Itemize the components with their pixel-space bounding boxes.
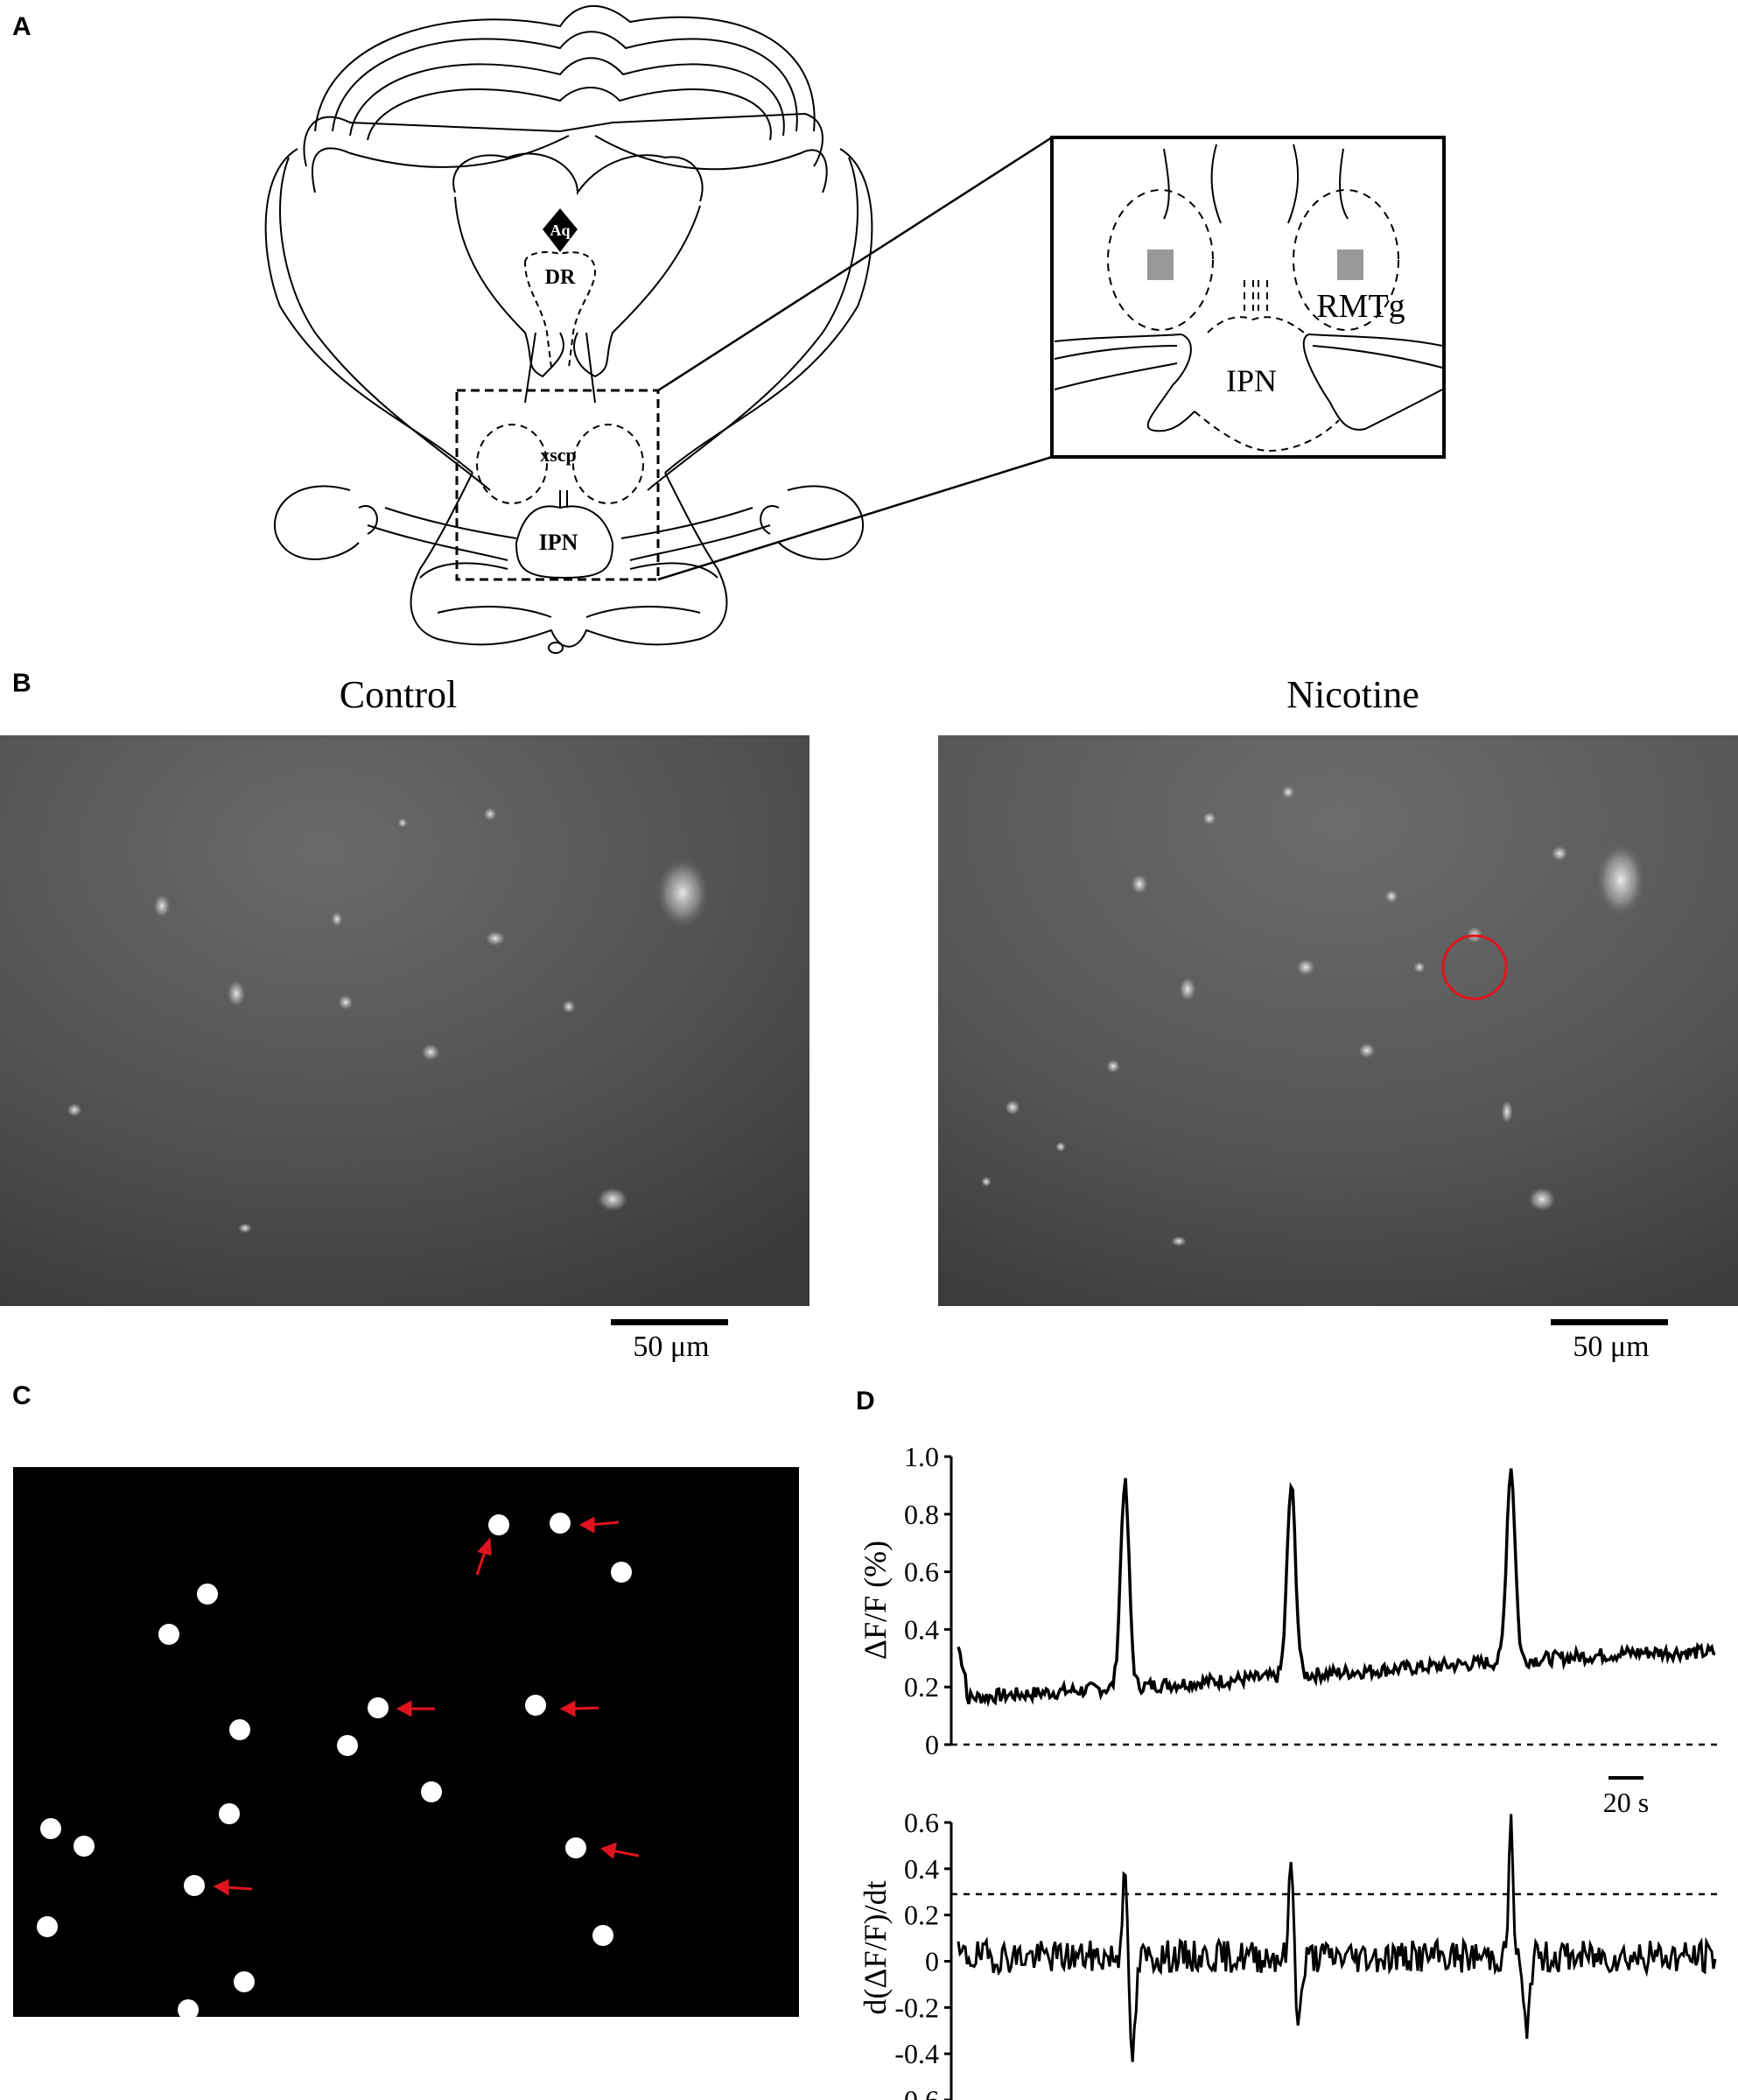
y-tick-label: 0.4 [904, 1853, 939, 1885]
roi-map [13, 1467, 799, 2017]
label-dr: DR [545, 266, 576, 289]
panel-letter-a: A [12, 12, 32, 41]
label-xscp: xscp [540, 444, 577, 466]
y-tick-label: 0.8 [904, 1499, 939, 1530]
y-tick-label: 0.2 [904, 1671, 939, 1703]
y-tick-label: 1.0 [904, 1441, 939, 1472]
y-tick-label: -0.6 [894, 2084, 939, 2100]
y-tick-label: 0 [925, 1946, 939, 1977]
time-scalebar-label: 20 s [1603, 1787, 1649, 1818]
panel-letter-c: C [12, 1381, 32, 1410]
panel-letter-b: B [12, 669, 32, 698]
scalebar-left [611, 1319, 728, 1325]
dff-ylabel: ΔF/F (%) [858, 1541, 893, 1660]
derivative-chart: d(ΔF/F)/dt 0.6 0.4 0.2 0 -0.2 -0.4 -0.6 [858, 1807, 1720, 2100]
scalebar-right-label: 50 μm [1573, 1331, 1650, 1363]
image-title-control: Control [339, 673, 458, 716]
scalebar-right [1551, 1319, 1668, 1325]
brain-section-diagram: Aq DR xscp IPN RMTg IPN [264, 4, 1446, 654]
y-tick-label: 0.4 [904, 1613, 939, 1645]
image-title-nicotine: Nicotine [1286, 673, 1419, 716]
y-tick-label: 0.2 [904, 1900, 939, 1931]
control-microscopy-image [0, 735, 809, 1306]
dff-chart: ΔF/F (%) 1.0 0.8 0.6 0.4 0.2 0 [858, 1441, 1720, 1760]
deriv-ylabel: d(ΔF/F)/dt [858, 1880, 893, 2014]
label-aq: Aq [550, 221, 570, 239]
y-tick-label: -0.2 [894, 1991, 939, 2023]
nicotine-microscopy-image [938, 735, 1738, 1306]
panel-letter-d: D [856, 1387, 875, 1415]
inset-label-rmtg: RMTg [1316, 288, 1405, 325]
label-ipn: IPN [539, 530, 578, 555]
y-tick-label: 0.6 [904, 1556, 939, 1588]
y-tick-label: 0 [925, 1729, 939, 1760]
inset-label-ipn: IPN [1226, 363, 1277, 398]
y-tick-label: 0.6 [904, 1807, 939, 1838]
traces-chart: ΔF/F (%) 1.0 0.8 0.6 0.4 0.2 0 20 s d(ΔF/F)/d… [858, 1441, 1720, 2100]
scalebar-left-label: 50 μm [633, 1331, 710, 1363]
y-tick-label: -0.4 [894, 2038, 939, 2069]
